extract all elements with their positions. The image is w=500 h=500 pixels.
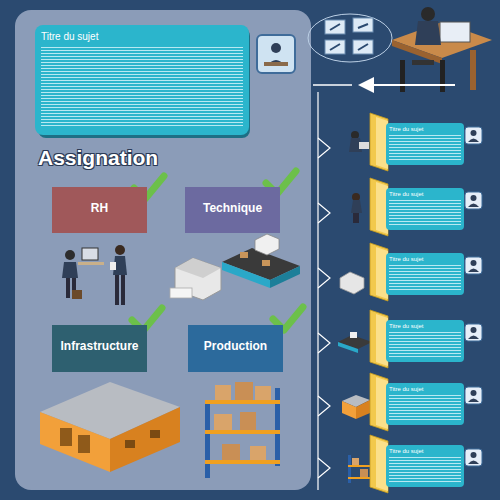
user-icon-body	[468, 204, 479, 208]
user-icon-body	[468, 336, 479, 340]
user-icon-head	[471, 390, 477, 396]
arrow	[313, 77, 455, 93]
side-icons	[338, 131, 373, 483]
user-icon	[465, 127, 482, 144]
filler-text	[389, 265, 461, 291]
office-people	[62, 245, 127, 305]
side-card: Titre du sujet	[386, 123, 464, 165]
person-at-desk	[392, 7, 492, 92]
user-icon-head	[471, 260, 477, 266]
filler-text	[389, 200, 461, 226]
side-card: Titre du sujet	[386, 253, 464, 295]
box-label: Technique	[203, 201, 262, 215]
filler-text	[389, 135, 461, 161]
filler-text	[389, 395, 461, 421]
card-title: Titre du sujet	[389, 323, 461, 330]
side-card: Titre du sujet	[386, 320, 464, 362]
user-icon	[465, 449, 482, 466]
filler-text	[41, 47, 243, 127]
warehouse-building	[40, 382, 180, 472]
category-box: Infrastructure	[52, 325, 147, 372]
side-card: Titre du sujet	[386, 383, 464, 425]
user-icon	[465, 192, 482, 209]
box-label: Infrastructure	[60, 339, 138, 353]
section-heading: Assignation	[38, 146, 158, 170]
category-box: Production	[188, 325, 283, 372]
user-icon	[465, 387, 482, 404]
card-title: Titre du sujet	[389, 448, 461, 455]
main-panel	[15, 10, 311, 490]
folders	[370, 113, 388, 493]
card-title: Titre du sujet	[389, 386, 461, 393]
topic-card: Titre du sujet	[35, 25, 249, 135]
user-icon-head	[471, 327, 477, 333]
checkmarks	[132, 171, 303, 331]
side-card: Titre du sujet	[386, 445, 464, 487]
user-icon-head	[471, 195, 477, 201]
card-title: Titre du sujet	[389, 256, 461, 263]
card-title: Titre du sujet	[389, 126, 461, 133]
icon-cluster	[308, 14, 392, 62]
storage-shelves	[205, 382, 280, 478]
side-card: Titre du sujet	[386, 188, 464, 230]
user-icon	[465, 324, 482, 341]
filler-text	[389, 332, 461, 358]
card-title: Titre du sujet	[389, 191, 461, 198]
user-icon-head	[471, 452, 477, 458]
filler-text	[389, 457, 461, 483]
category-box: Technique	[185, 187, 280, 233]
worker-icon	[257, 35, 295, 73]
user-icon	[465, 257, 482, 274]
category-box: RH	[52, 187, 147, 233]
card-user-icons	[465, 127, 482, 466]
box-label: RH	[91, 201, 108, 215]
user-icon-body	[468, 399, 479, 403]
bracket-line	[318, 92, 330, 490]
printer-conveyor	[170, 234, 300, 300]
user-icon-body	[468, 139, 479, 143]
user-icon-body	[468, 461, 479, 465]
user-icon-head	[471, 130, 477, 136]
box-label: Production	[204, 339, 267, 353]
card-title: Titre du sujet	[41, 31, 243, 43]
user-icon-body	[468, 269, 479, 273]
